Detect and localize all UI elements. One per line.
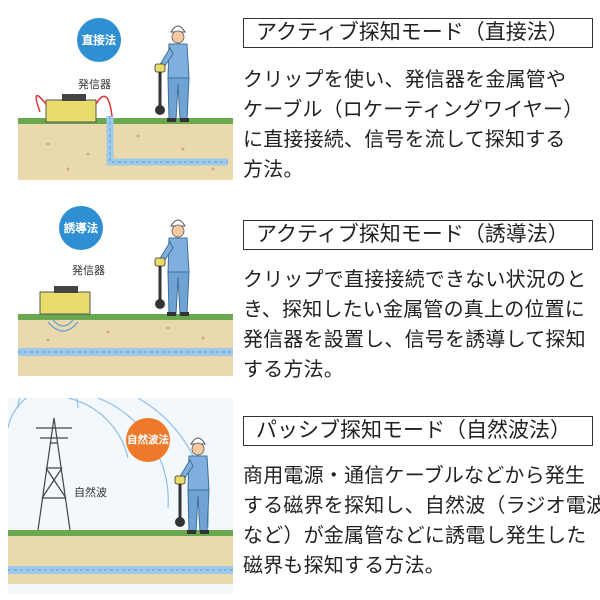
desc-line: ケーブル（ロケーティングワイヤー） [243, 97, 584, 121]
desc-line: する方法。 [243, 357, 344, 381]
badge-direct: 直接法 [77, 18, 121, 62]
natural-wave-label: 自然波 [74, 486, 107, 499]
description-natural-wave: 商用電源・通信ケーブルなどから発生 する磁界を探知し、自然波（ラジオ電波 など）… [243, 460, 600, 580]
panel-natural-wave: 自然波法 自然波 パッシブ探知モード（自然波法） 商用電源・通信ケーブルなどから… [0, 398, 600, 594]
natural-wave-method-illustration [8, 398, 233, 594]
desc-line: 磁界も探知する方法。 [243, 553, 445, 577]
title-natural-wave: パッシブ探知モード（自然波法） [243, 416, 593, 446]
badge-induction: 誘導法 [59, 206, 103, 250]
desc-line: 方法。 [243, 157, 304, 181]
panel-direct: 直接法 発信器 アクティブ探知モード（直接法） クリップを使い、発信器を金属管や… [0, 4, 600, 200]
panel-induction: 誘導法 発信器 アクティブ探知モード（誘導法） クリップで直接接続できない状況の… [0, 200, 600, 396]
direct-method-illustration [18, 24, 233, 180]
device-label: 発信器 [78, 78, 111, 91]
desc-line: き、探知したい金属管の真上の位置に [243, 297, 585, 321]
desc-line: クリップを使い、発信器を金属管や [243, 67, 567, 91]
desc-line: 発信器を設置し、信号を誘導して探知 [243, 327, 586, 351]
desc-line: する磁界を探知し、自然波（ラジオ電波 [243, 493, 600, 517]
illustration-induction [8, 200, 233, 396]
description-direct: クリップを使い、発信器を金属管や ケーブル（ロケーティングワイヤー） に直接接続… [243, 64, 595, 184]
device-label: 発信器 [72, 264, 105, 277]
desc-line: に直接接続、信号を流して探知する [243, 127, 566, 151]
illustration-natural-wave [8, 398, 233, 594]
induction-method-illustration [18, 218, 233, 376]
desc-line: クリップで直接接続できない状況のと [243, 267, 587, 291]
title-direct: アクティブ探知モード（直接法） [243, 18, 593, 48]
description-induction: クリップで直接接続できない状況のと き、探知したい金属管の真上の位置に 発信器を… [243, 264, 595, 384]
desc-line: 商用電源・通信ケーブルなどから発生 [243, 463, 586, 487]
badge-natural-wave: 自然波法 [126, 418, 170, 462]
title-induction: アクティブ探知モード（誘導法） [243, 220, 593, 250]
desc-line: など）が金属管などに誘電し発生した [243, 523, 587, 547]
illustration-direct [8, 4, 233, 200]
